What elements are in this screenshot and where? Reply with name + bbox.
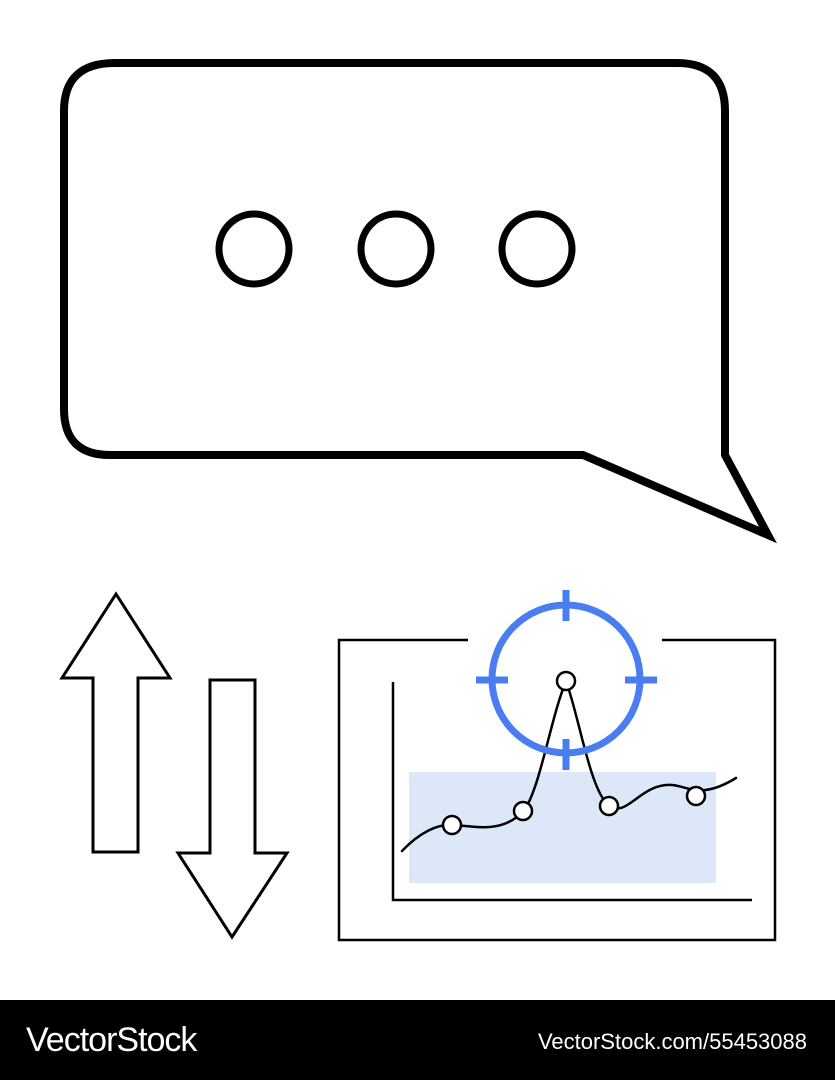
speech-bubble-icon [60,59,777,544]
illustration-canvas [59,59,777,942]
panel-frame [337,638,777,942]
illustration [59,59,777,942]
line-chart-icon [337,638,777,942]
chart-point [555,670,577,692]
typing-dot [498,210,576,288]
brand-logo: VectorStock [26,1018,197,1062]
typing-dot [357,210,435,288]
chart-point [598,795,620,817]
image-id-text: VectorStock.com/55453088 [537,1029,807,1054]
chart-point [441,814,463,836]
typing-dot [215,210,293,288]
brand-name: VectorStock [26,1021,197,1059]
chart-point [685,785,707,807]
chart-axes [391,682,752,902]
arrow-down-icon [175,678,290,940]
speech-bubble-outline [60,59,777,544]
up-down-arrows-icon [59,591,290,940]
arrow-up-icon [59,591,173,854]
watermark-footer: VectorStock VectorStock.com/55453088 [0,1000,835,1080]
crosshair-target-icon [476,590,657,770]
chart-point [512,800,534,822]
